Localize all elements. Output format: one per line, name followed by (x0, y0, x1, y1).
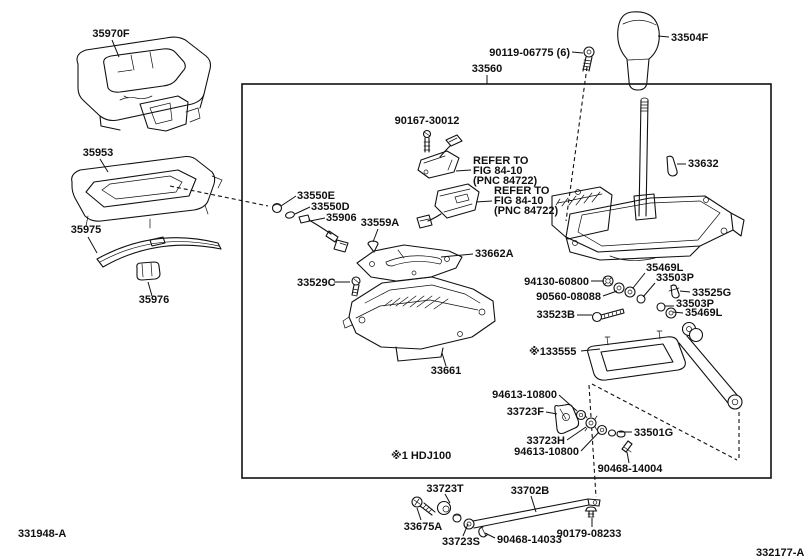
refer-note-line3: (PNC 84722) (473, 175, 538, 187)
cap-drawing-33550E (271, 202, 283, 214)
shift-base-housing-drawing (342, 276, 496, 362)
part-label-94130-60800: 94130-60800 (524, 276, 589, 288)
trim-strip-drawing (96, 236, 222, 268)
switch-lower-drawing (416, 183, 480, 229)
part-label-33525G: 33525G (692, 287, 731, 299)
figure-code-right: 332177-A (756, 547, 804, 559)
part-label-33560: 33560 (472, 63, 503, 75)
shift-linkage-drawing (411, 496, 601, 538)
part-label-33661: 33661 (431, 365, 462, 377)
part-label-33529C: 33529C (297, 277, 336, 289)
fastener-row-drawing (591, 275, 680, 323)
part-label-33662A: 33662A (475, 248, 514, 260)
part-label-33503P-2: 33503P (676, 298, 714, 310)
part-label-90468-14004: 90468-14004 (598, 463, 664, 475)
detent-plate-drawing (356, 244, 463, 282)
bolt-drawing-90119 (582, 46, 595, 72)
pin-drawing-33559A (367, 240, 379, 253)
part-label-33723S: 33723S (442, 536, 480, 548)
lower-fastener-group-drawing (554, 403, 633, 453)
figure-code-left: 331948-A (18, 528, 66, 540)
shift-housing-frame-drawing (71, 155, 223, 229)
shift-cover-drawing (76, 36, 212, 132)
lever-assembly-drawing (551, 97, 745, 261)
part-label-90560-08088: 90560-08088 (536, 291, 601, 303)
part-label-33702B: 33702B (511, 485, 550, 497)
part-label-33501G: 33501G (634, 427, 673, 439)
part-label-33723H: 33723H (526, 435, 565, 447)
part-label-33723T: 33723T (426, 483, 464, 495)
refer-note-line1: REFER TO (473, 155, 529, 167)
pin-drawing-33632 (666, 155, 678, 177)
part-label-35976: 35976 (139, 294, 170, 306)
refer-note-line3: (PNC 84722) (494, 205, 559, 217)
part-label-90167-30012: 90167-30012 (395, 115, 460, 127)
assembly-boundary-box (241, 83, 772, 479)
part-label-35970F: 35970F (92, 28, 130, 40)
part-label-33632: 33632 (688, 158, 719, 170)
part-label-133555: ※133555 (529, 346, 576, 358)
part-label-35469L-1: 35469L (646, 262, 684, 274)
refer-note-line2: FIG 84-10 (494, 195, 544, 207)
refer-note-lower: REFER TO FIG 84-10 (PNC 84722) (494, 185, 559, 217)
refer-note-upper: REFER TO FIG 84-10 (PNC 84722) (473, 155, 538, 187)
refer-note-line2: FIG 84-10 (473, 165, 523, 177)
part-label-33550E: 33550E (297, 190, 335, 202)
part-label-33504F: 33504F (671, 32, 709, 44)
part-label-90468-14033: 90468-14033 (497, 534, 562, 546)
screw-drawing-90167 (422, 129, 432, 153)
leader-lines (87, 35, 691, 539)
part-label-94613-10800-1: 94613-10800 (492, 389, 557, 401)
part-label-33559A: 33559A (361, 217, 400, 229)
shift-knob-drawing (617, 11, 660, 91)
part-label-33550D: 33550D (311, 201, 350, 213)
part-label-35953: 35953 (83, 147, 114, 159)
part-label-33503P-1: 33503P (656, 272, 694, 284)
part-label-35975: 35975 (71, 224, 102, 236)
refer-note-line1: REFER TO (494, 185, 550, 197)
ring-drawing-33550D (285, 211, 295, 219)
switch-upper-drawing (417, 134, 463, 179)
damper-arm-drawing (678, 321, 743, 410)
note-variant: ※1 HDJ100 (391, 450, 451, 462)
part-label-35469L-2: 35469L (685, 307, 723, 319)
gasket-frame-drawing (587, 330, 686, 381)
bolt-drawing-33529C (351, 276, 361, 297)
part-label-33523B: 33523B (536, 309, 575, 321)
part-label-90119-06775: 90119-06775 (6) (489, 47, 570, 59)
part-label-33675A: 33675A (404, 521, 443, 533)
part-label-90179-08233: 90179-08233 (557, 528, 622, 540)
part-label-35906: 35906 (326, 212, 357, 224)
part-label-94613-10800-2: 94613-10800 (514, 446, 579, 458)
part-label-33723F: 33723F (507, 406, 545, 418)
clip-drawing-35976 (136, 261, 161, 281)
